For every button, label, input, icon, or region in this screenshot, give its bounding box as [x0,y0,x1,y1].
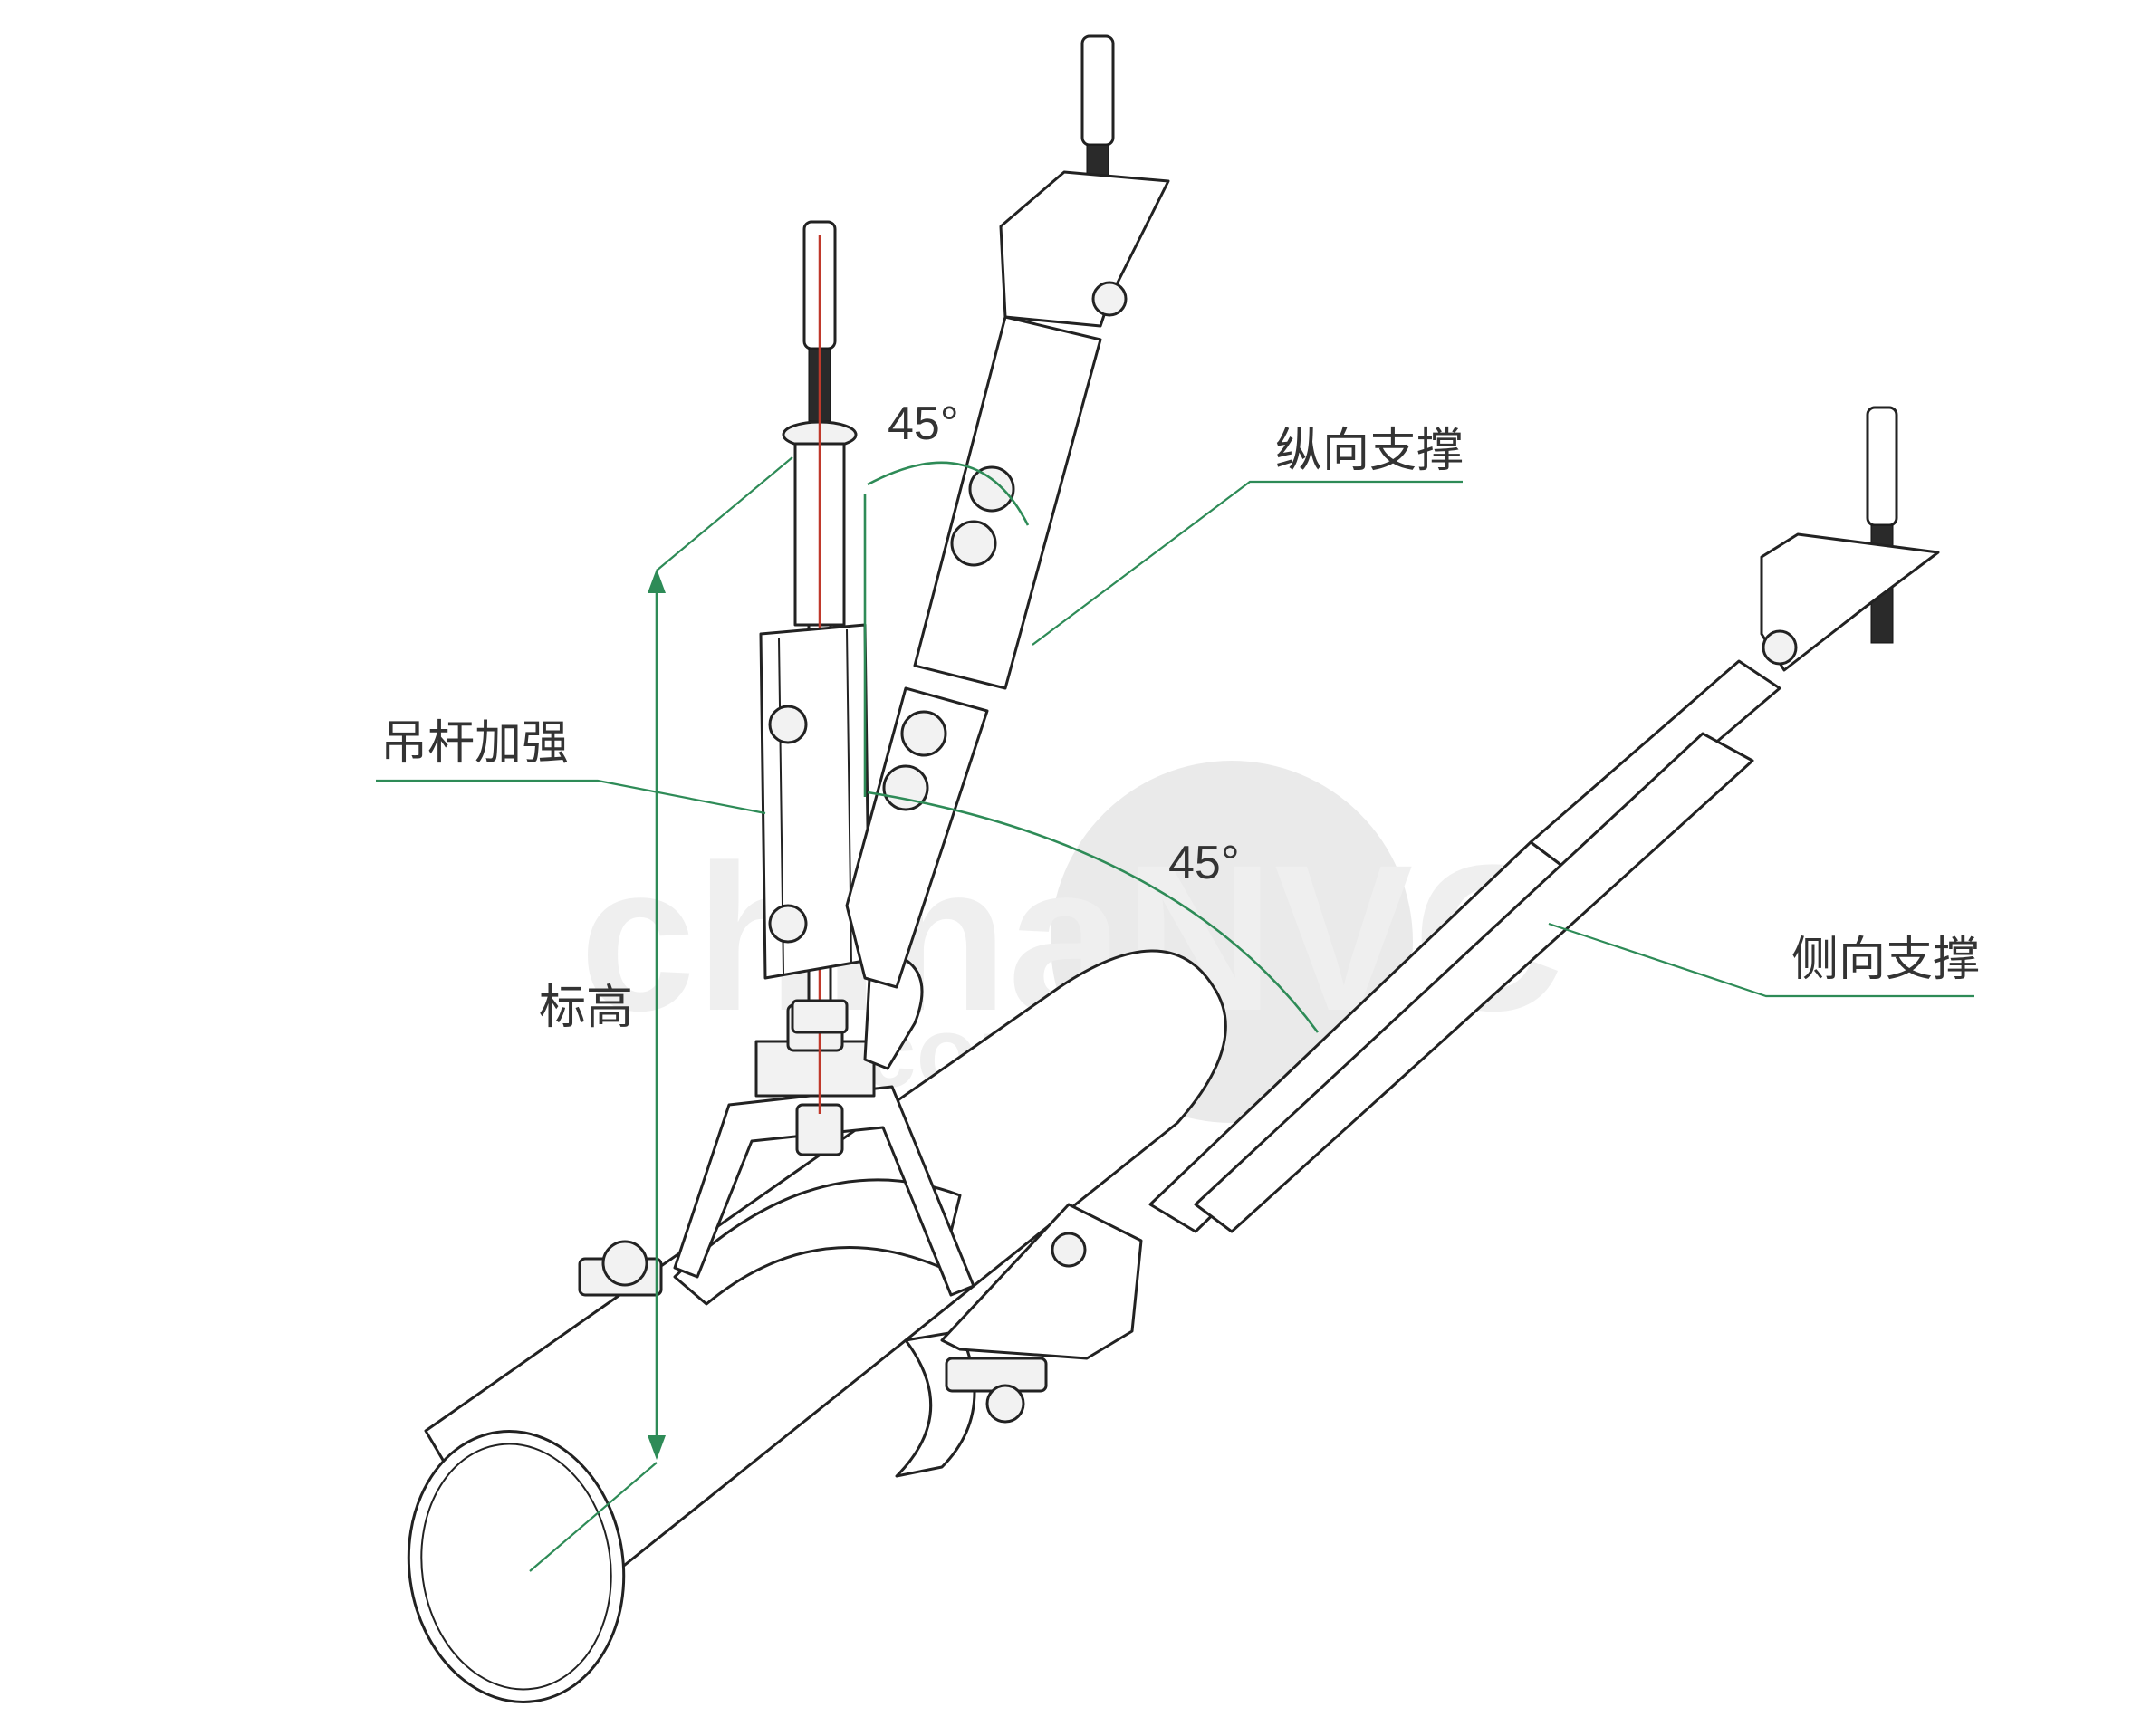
bracket-frame [673,1085,975,1297]
elevation-ext-top [656,456,793,571]
long-anchor [1080,34,1115,147]
angle-arc-top [867,461,1030,526]
label-elevation: 标高 [539,982,633,1034]
long-top-pin [1091,281,1128,317]
label-rod-reinforcement: 吊杆加强 [380,717,569,770]
bracket-hinge [863,958,924,1070]
lat-sleeve [1194,732,1754,1233]
lat-bottom-bracket [940,1203,1143,1360]
lat-brace-channel [1148,840,1569,1233]
pipe-end-inner [420,1443,612,1691]
lat-anchor [1866,406,1898,527]
long-top-bracket [999,170,1170,328]
pipe-body [424,949,1227,1632]
leader-lateral [1548,922,1974,998]
lat-bottom-pin [1051,1232,1087,1268]
lateral-brace-assembly [940,406,1940,1360]
leader-rod [376,779,766,815]
pipe-clamp [578,1178,1048,1478]
long-brace-lower [845,686,989,989]
channel-bolt-bottom [768,904,808,944]
long-bolt-1 [968,465,1015,513]
rod-reinforcement [759,623,871,980]
rod-nut-lower [791,999,849,1034]
label-lateral-brace: 侧向支撑 [1791,934,1980,986]
label-longitudinal-brace: 纵向支撑 [1275,425,1464,477]
long-bolt-4 [882,764,929,811]
pipe-end-outer [407,1430,626,1703]
pipe [407,949,1227,1703]
longitudinal-brace-assembly [845,34,1170,989]
long-bolt-3 [900,710,947,757]
label-angle-top: 45° [888,398,959,450]
clamp-nut-right [985,1384,1025,1424]
leader-longitudinal [1032,480,1463,646]
lat-top-bracket [1760,532,1940,672]
angle-arc-lateral [867,791,1320,1033]
angle-indicators [863,461,1320,1033]
label-angle-lateral: 45° [1168,837,1240,889]
clamp-band [673,1178,962,1306]
clamp-nut-left [601,1240,648,1287]
clamp-bolt-right [945,1357,1048,1393]
channel-bolt-top [768,705,808,744]
lat-top-pin [1762,629,1798,666]
clamp-band-lower [895,1329,976,1478]
long-bolt-2 [950,520,997,567]
elevation-dimension [529,456,793,1572]
elevation-ext-bottom [529,1462,658,1572]
elevation-arrow-bottom [648,1435,666,1460]
elevation-arrow-top [648,569,666,593]
callout-leaders [376,480,1974,998]
